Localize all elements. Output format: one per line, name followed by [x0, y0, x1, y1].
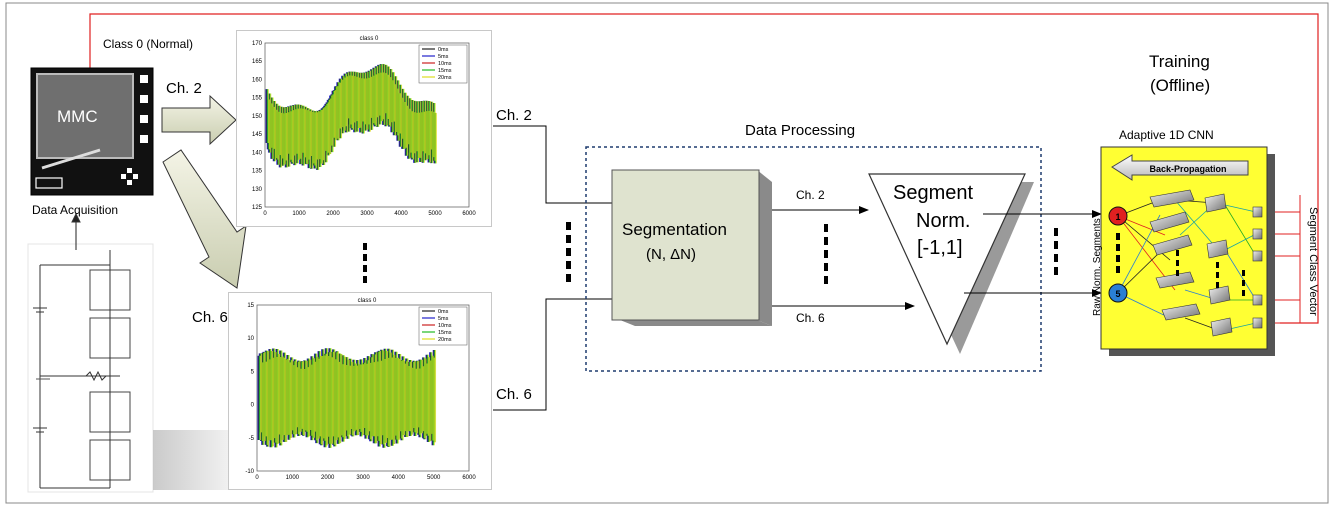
- y-tick-label: 170: [252, 41, 263, 47]
- schematic-shadow: [153, 430, 240, 490]
- ch6-connector: [493, 298, 612, 411]
- y-tick-label: 0: [251, 403, 255, 409]
- x-tick-label: 5000: [428, 211, 442, 217]
- signal-trace: [267, 64, 437, 170]
- y-tick-label: 10: [247, 336, 254, 342]
- x-tick-label: 4000: [394, 211, 408, 217]
- training-label: Training: [1149, 52, 1210, 71]
- ch2-connector-label: Ch. 2: [496, 107, 532, 124]
- legend-entry: 10ms: [438, 323, 452, 329]
- adaptive-cnn-label: Adaptive 1D CNN: [1119, 128, 1214, 142]
- ch2-segment-label: Ch. 2: [796, 188, 825, 202]
- cnn-dots: [1116, 233, 1245, 296]
- y-tick-label: 130: [252, 187, 263, 193]
- ch6-segment-label: Ch. 6: [796, 311, 825, 325]
- y-tick-label: 140: [252, 150, 263, 156]
- plot-title: class 0: [360, 36, 379, 42]
- legend-entry: 20ms: [438, 75, 452, 81]
- y-tick-label: 165: [252, 59, 263, 65]
- cnn-kernels: [1149, 189, 1263, 337]
- ch2-arrow-label: Ch. 2: [166, 80, 202, 97]
- back-propagation-arrow: [1111, 154, 1249, 181]
- raw-norm-segments-label: Raw Norm. Segments: [1092, 218, 1103, 316]
- vertical-dots-segments: [824, 224, 828, 284]
- input-node-1: [1108, 206, 1128, 226]
- legend-entry: 20ms: [438, 337, 452, 343]
- y-tick-label: -5: [249, 436, 255, 442]
- range-label: [-1,1]: [917, 237, 963, 259]
- norm-label: Norm.: [916, 210, 971, 232]
- input-node-5: [1108, 283, 1128, 303]
- y-tick-label: 125: [252, 205, 263, 211]
- vertical-dots-inputs: [566, 222, 571, 282]
- ch6-arrow-label: Ch. 6: [192, 309, 228, 326]
- segmentation-label: Segmentation: [622, 220, 727, 239]
- offline-label: (Offline): [1150, 76, 1211, 95]
- x-tick-label: 0: [263, 211, 267, 217]
- y-tick-label: 145: [252, 132, 263, 138]
- y-tick-label: 150: [252, 114, 263, 120]
- legend-entry: 10ms: [438, 61, 452, 67]
- data-processing-label: Data Processing: [745, 122, 856, 139]
- x-tick-label: 3000: [356, 475, 370, 481]
- ch2-block-arrow: [161, 94, 237, 146]
- back-propagation-label: Back-Propagation: [1149, 164, 1226, 174]
- segmentation-block: [611, 169, 772, 326]
- ch6-block-arrow: [162, 149, 247, 289]
- x-tick-label: 0: [255, 475, 259, 481]
- x-tick-label: 1000: [286, 475, 300, 481]
- legend-entry: 0ms: [438, 309, 449, 315]
- y-tick-label: -10: [245, 469, 254, 475]
- ch6-connector-label: Ch. 6: [496, 386, 532, 403]
- node-1-label: 1: [1115, 212, 1120, 222]
- x-tick-label: 3000: [360, 211, 374, 217]
- segment-label: Segment: [893, 182, 974, 204]
- vertical-dots-norm: [1054, 228, 1058, 275]
- legend-entry: 5ms: [438, 316, 449, 322]
- x-tick-label: 6000: [462, 211, 476, 217]
- legend-entry: 15ms: [438, 68, 452, 74]
- legend-entry: 5ms: [438, 54, 449, 60]
- vertical-dots-plots: [363, 243, 367, 283]
- data-acquisition-label: Data Acquisition: [32, 203, 119, 217]
- cnn-panel: [1100, 146, 1275, 356]
- ch2-connector: [493, 125, 612, 204]
- x-tick-label: 4000: [392, 475, 406, 481]
- outer-frame: [5, 2, 1329, 504]
- mmc-device: [30, 67, 154, 196]
- plot-title: class 0: [358, 298, 377, 304]
- y-tick-label: 15: [247, 303, 254, 309]
- segmentation-params-label: (N, ΔN): [646, 246, 697, 263]
- y-tick-label: 160: [252, 77, 263, 83]
- x-tick-label: 1000: [292, 211, 306, 217]
- y-tick-label: 5: [251, 369, 255, 375]
- x-tick-label: 2000: [326, 211, 340, 217]
- mmc-circuit-schematic: [27, 212, 154, 493]
- x-tick-label: 2000: [321, 475, 335, 481]
- legend-entry: 0ms: [438, 47, 449, 53]
- x-tick-label: 5000: [427, 475, 441, 481]
- y-tick-label: 135: [252, 169, 263, 175]
- node-5-label: 5: [1115, 289, 1120, 299]
- x-tick-label: 6000: [462, 475, 476, 481]
- signal-trace: [259, 348, 437, 448]
- mmc-label: MMC: [57, 107, 98, 126]
- data-processing-box: [585, 146, 1042, 372]
- segment-norm-triangle: [868, 173, 1026, 346]
- legend-entry: 15ms: [438, 330, 452, 336]
- feedback-line: [89, 13, 1319, 324]
- y-tick-label: 155: [252, 96, 263, 102]
- segment-class-vector-label: Segment Class Vector: [1307, 207, 1319, 316]
- class0-normal-label: Class 0 (Normal): [103, 37, 194, 51]
